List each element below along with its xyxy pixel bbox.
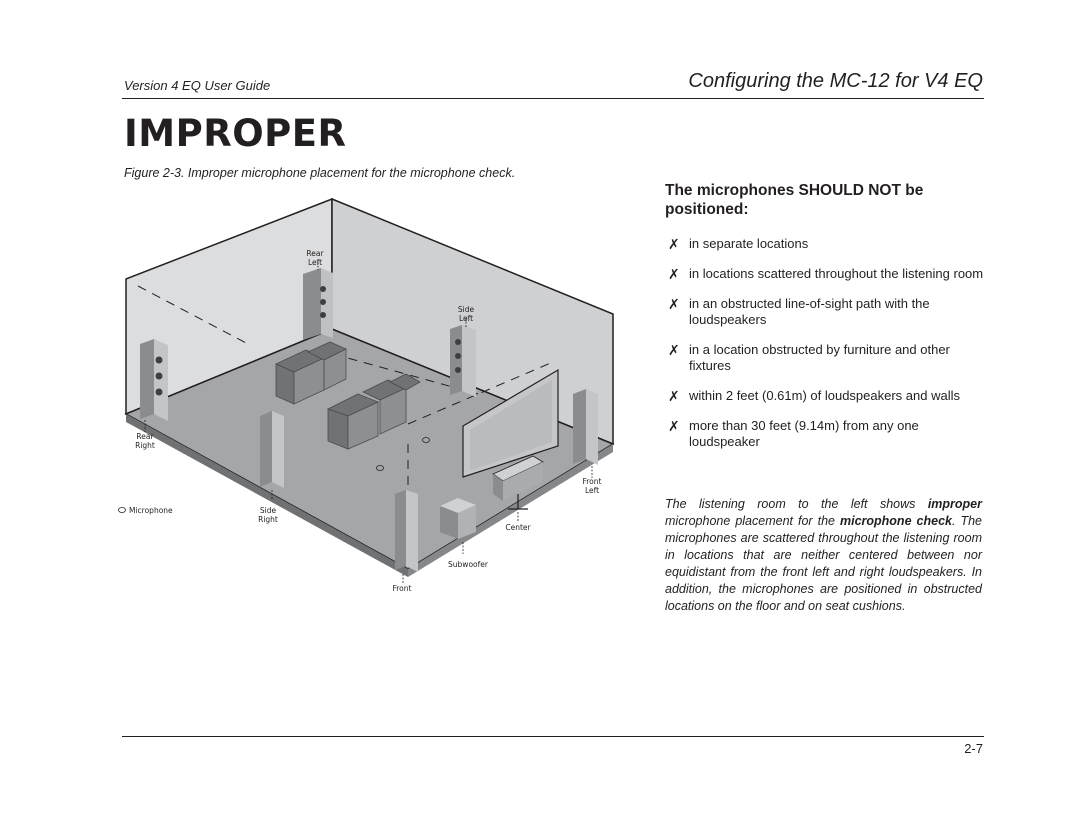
microphone-marker: [422, 437, 430, 443]
rear-left-speaker: [303, 268, 333, 340]
x-mark-icon: ✗: [668, 342, 680, 358]
microphone-marker: [118, 507, 126, 513]
x-mark-icon: ✗: [668, 266, 680, 282]
rear-right-speaker: [140, 339, 168, 421]
right-column: The microphones SHOULD NOT be positioned…: [665, 181, 985, 464]
label-front: Front: [393, 584, 412, 593]
x-mark-icon: ✗: [668, 296, 680, 312]
list-item: ✗ in a location obstructed by furniture a…: [665, 342, 985, 374]
center-speaker: [492, 455, 544, 510]
page-number: 2-7: [964, 741, 983, 756]
label-rear-left: Left: [308, 258, 322, 267]
page-title: IMPROPER: [124, 112, 347, 155]
description-paragraph: The listening room to the left shows imp…: [665, 497, 982, 613]
side-right-speaker: [260, 411, 284, 488]
list-item-text: in locations scattered throughout the li…: [689, 266, 984, 281]
microphone-marker: [376, 465, 384, 471]
floor-edge-right: [408, 444, 613, 577]
list-item-text: in an obstructed line-of-sight path with…: [689, 296, 930, 327]
header-rule: [122, 98, 984, 99]
x-mark-icon: ✗: [668, 418, 680, 434]
label-rear-right: Rear: [136, 432, 154, 441]
list-item-text: more than 30 feet (9.14m) from any one l…: [689, 418, 919, 449]
label-rear-right: Right: [135, 441, 155, 450]
label-front-left: Left: [585, 486, 599, 495]
front-speaker: [395, 490, 418, 572]
list-item: ✗ in an obstructed line-of-sight path wit…: [665, 296, 985, 328]
list-item-text: within 2 feet (0.61m) of loudspeakers an…: [689, 388, 960, 403]
floor-edge-left: [126, 414, 408, 577]
subwoofer: [440, 498, 476, 539]
label-side-right: Right: [258, 515, 278, 524]
emphasis-microphone-check: microphone check: [839, 514, 952, 528]
label-center: Center: [505, 523, 531, 532]
label-subwoofer: Subwoofer: [448, 560, 489, 569]
x-mark-icon: ✗: [668, 236, 680, 252]
label-side-left: Left: [459, 314, 473, 323]
figure-caption: Figure 2-3. Improper microphone placemen…: [124, 166, 516, 180]
list-item-text: in a location obstructed by furniture an…: [689, 342, 950, 373]
dash-line: [137, 285, 249, 345]
front-left-speaker: [573, 389, 598, 465]
list-item: ✗ within 2 feet (0.61m) of loudspeakers a…: [665, 388, 985, 404]
section-title: Configuring the MC-12 for V4 EQ: [688, 70, 983, 92]
dash-line: [407, 361, 554, 425]
list-item: ✗ more than 30 feet (9.14m) from any one …: [665, 418, 985, 450]
footer-rule: [122, 736, 984, 737]
label-rear-left: Rear: [306, 249, 324, 258]
guide-title: Version 4 EQ User Guide: [124, 78, 271, 93]
seat-row-front: [326, 373, 421, 450]
emphasis-improper: improper: [927, 497, 982, 511]
x-mark-icon: ✗: [668, 388, 680, 404]
seat-row-back: [275, 341, 347, 405]
list-item: ✗ in separate locations: [665, 236, 985, 252]
label-front-left: Front: [583, 477, 602, 486]
label-microphone: Microphone: [129, 506, 173, 515]
room-diagram: Rear Left Side Left Rear Right Side Righ…: [118, 197, 615, 593]
label-side-right: Side: [260, 506, 277, 515]
side-left-speaker: [450, 325, 476, 397]
subheading: The microphones SHOULD NOT be positioned…: [665, 182, 924, 218]
list-item-text: in separate locations: [689, 236, 809, 251]
list-item: ✗ in locations scattered throughout the l…: [665, 266, 985, 282]
label-side-left: Side: [458, 305, 475, 314]
